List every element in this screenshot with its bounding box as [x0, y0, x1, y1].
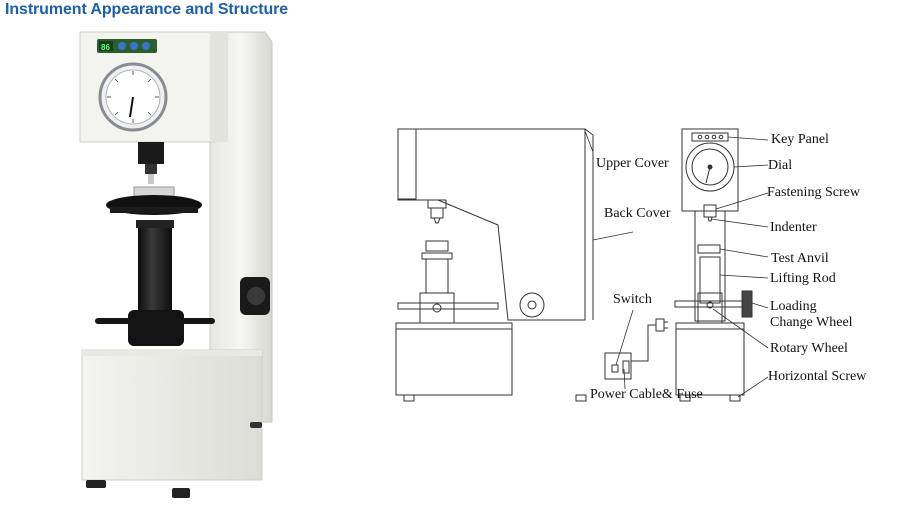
leader-back-cover: [592, 231, 634, 241]
leader-power: [623, 368, 626, 390]
label-fastening-screw: Fastening Screw: [767, 185, 860, 200]
label-back-cover: Back Cover: [604, 206, 671, 221]
tester-photo: 86: [79, 31, 273, 498]
photo-display: [99, 41, 113, 51]
label-key-panel: Key Panel: [771, 132, 829, 147]
leader-loading: [751, 302, 769, 309]
label-rotary-wheel: Rotary Wheel: [770, 341, 848, 356]
leader-horizontal: [737, 376, 769, 398]
leader-rotary: [712, 308, 769, 349]
leader-dial: [733, 164, 769, 168]
label-power-cable: Power Cable& Fuse: [590, 387, 703, 402]
photo-button-3: [142, 42, 150, 50]
label-dial: Dial: [768, 158, 793, 173]
photo-dial-ticks: [107, 71, 159, 123]
front-view: [674, 128, 753, 402]
leader-key-panel: [727, 136, 769, 141]
leader-lifting: [719, 274, 769, 279]
page-title: Instrument Appearance and Structure: [5, 1, 289, 18]
label-test-anvil: Test Anvil: [771, 251, 829, 266]
photo-button-1: [118, 42, 126, 50]
photo-foot-right: [172, 488, 190, 498]
photo-button-2: [130, 42, 138, 50]
label-upper-cover: Upper Cover: [596, 156, 669, 171]
photo-rotary-wheel: [128, 310, 184, 346]
leader-switch: [615, 309, 634, 366]
label-indenter: Indenter: [770, 220, 817, 235]
label-horizontal-screw: Horizontal Screw: [768, 369, 867, 384]
label-switch: Switch: [613, 292, 652, 307]
photo-indenter: [148, 174, 154, 184]
leader-indenter: [710, 218, 769, 228]
photo-display-text: 86: [101, 43, 110, 52]
photo-foot-left: [86, 480, 106, 488]
structure-drawing: [395, 128, 769, 402]
label-loading-change-wheel: Loading Change Wheel: [770, 299, 853, 330]
leader-fastening: [715, 192, 769, 210]
label-lifting-rod: Lifting Rod: [770, 271, 836, 286]
side-view: [395, 128, 594, 402]
photo-dial-needle: [129, 96, 134, 118]
leader-anvil: [719, 248, 769, 258]
leader-upper-cover: [584, 130, 594, 153]
leader-lines: [584, 130, 769, 398]
photo-foot-back: [250, 422, 262, 428]
photo-spindle: [138, 142, 164, 164]
power-box: [604, 318, 668, 380]
photo-base: [81, 349, 263, 481]
